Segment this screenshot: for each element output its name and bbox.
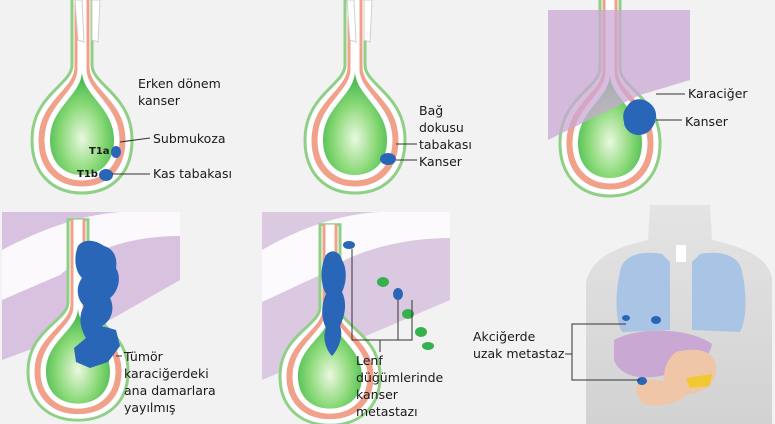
tumor-gb-6 [637, 377, 647, 385]
label-liver-cancer: Kanser [685, 114, 728, 129]
lymph-node-5 [415, 327, 427, 337]
tumor-vessels [74, 240, 120, 368]
lymph-node-2 [393, 288, 403, 300]
label-early-stage-line1: Erken dönem [138, 76, 221, 91]
lung-right [692, 252, 746, 332]
panel-distant-metastasis [565, 205, 772, 424]
label-connective-cancer: Kanser [419, 154, 462, 169]
tumor-t1b [99, 169, 113, 181]
pancreas [686, 374, 712, 388]
label-submucosa: Submukoza [153, 131, 226, 146]
intestine [636, 379, 690, 406]
label-connective-line2: dokusu [419, 120, 464, 135]
tumor-lymph-vessel [321, 251, 346, 356]
label-vessel-line2: karaciğerdeki [124, 366, 209, 381]
label-early-stage-line2: kanser [138, 93, 180, 108]
trachea [676, 245, 686, 262]
label-lymph-line4: metastazı [356, 404, 418, 419]
panel-early-stage [30, 0, 151, 195]
tumor-connective [380, 153, 396, 165]
tumor-liver [623, 99, 657, 136]
label-connective-line1: Bağ [419, 103, 444, 118]
label-connective-line3: tabakası [419, 137, 472, 152]
label-muscle-layer: Kas tabakası [153, 166, 232, 181]
panel-vessel-spread [2, 212, 180, 424]
label-lymph-line2: düğümlerinde [356, 370, 444, 385]
panel-connective-tissue [303, 0, 417, 195]
label-vessel-line3: ana damarlara [124, 383, 216, 398]
label-vessel-line4: yayılmış [124, 400, 176, 415]
tumor-lung-2 [651, 316, 661, 324]
lymph-node-3 [377, 277, 389, 287]
tumor-t1a [111, 146, 121, 158]
lung-left [616, 252, 670, 332]
panel-lymph-metastasis [262, 212, 450, 424]
tumor-lung-1 [622, 315, 630, 321]
label-liver: Karaciğer [688, 86, 748, 101]
label-distant-line1: Akciğerde [473, 329, 536, 344]
lymph-node-1 [343, 241, 355, 249]
label-lymph-line3: kanser [356, 387, 398, 402]
lymph-node-4 [402, 309, 414, 319]
label-t1b: T1b [77, 169, 98, 180]
label-t1a: T1a [89, 146, 110, 157]
panel-liver-invasion [548, 0, 690, 198]
lymph-node-6 [422, 342, 434, 350]
liver-region [548, 10, 690, 140]
label-distant-line2: uzak metastaz [473, 346, 565, 361]
label-lymph-line1: Lenf [356, 353, 383, 368]
label-vessel-line1: Tümör [124, 349, 163, 364]
